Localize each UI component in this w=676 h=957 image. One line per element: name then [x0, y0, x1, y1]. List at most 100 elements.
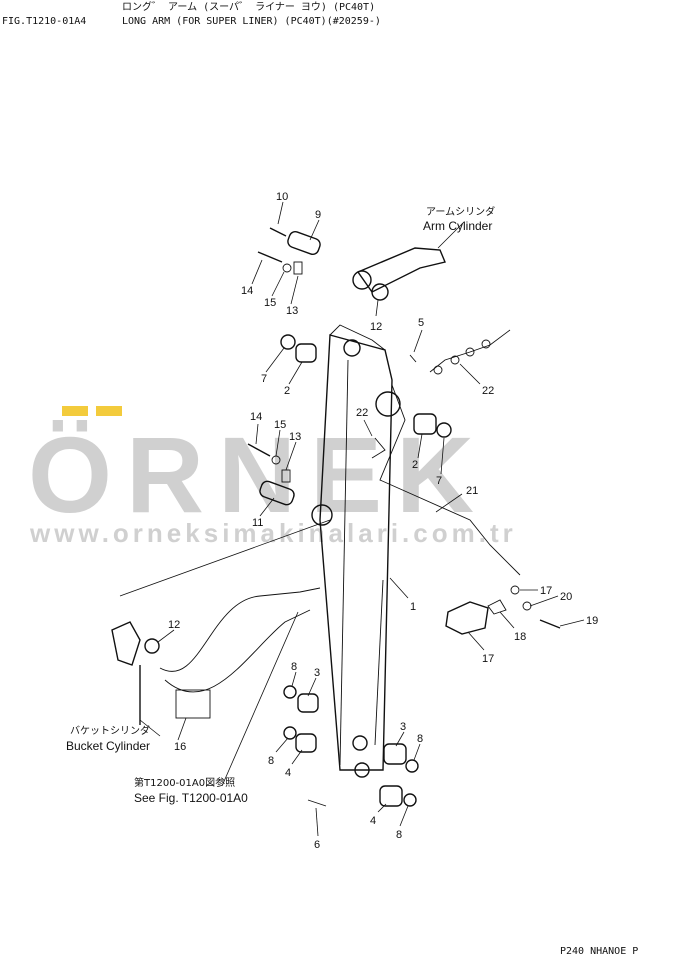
part-22-ring-a	[433, 365, 443, 375]
part-number-8-c: 8	[417, 733, 423, 745]
leader-13-top	[290, 275, 299, 305]
part-number-7-top: 7	[261, 373, 267, 385]
watermark-accent-left	[62, 406, 88, 416]
arm-inner-line	[339, 359, 349, 766]
top-pin-group	[257, 227, 321, 363]
arm-top-boss	[343, 339, 361, 357]
part-2-bushing-right	[413, 413, 437, 435]
leader-15-top	[271, 271, 285, 297]
part-6-fitting	[307, 799, 327, 807]
part-number-15-top: 15	[264, 297, 276, 309]
leader-5	[413, 329, 423, 353]
watermark-url: www.orneksimakinalari.com.tr	[29, 518, 517, 548]
leader-21	[435, 493, 463, 513]
leader-22-mid	[363, 419, 373, 437]
part-2-bushing-top	[295, 343, 317, 363]
leader-14-top	[251, 259, 263, 285]
leader-12-bottom	[157, 629, 175, 643]
grease-line-22	[429, 329, 511, 373]
part-12-ring-bottom	[144, 638, 160, 654]
part-19-bolt	[539, 619, 561, 629]
part-22-ring-b	[450, 355, 460, 365]
part-3-bushing-left	[297, 693, 319, 713]
part-number-1: 1	[410, 601, 416, 613]
part-number-7-right: 7	[436, 475, 442, 487]
part-7-seal-right	[436, 422, 452, 438]
part-number-22-right: 22	[482, 385, 494, 397]
part-22-clip	[371, 437, 386, 459]
leader-lines	[139, 201, 585, 837]
arm-cylinder-rod	[356, 247, 446, 293]
part-number-19: 19	[586, 615, 598, 627]
part-8-seal-a	[283, 685, 297, 699]
part-number-2-top: 2	[284, 385, 290, 397]
leader-2-top	[288, 361, 303, 385]
watermark-brand: ÖRNEK	[28, 414, 488, 535]
part-9-pin	[287, 231, 321, 255]
leader-4-left	[291, 749, 303, 765]
leader-14-mid	[255, 423, 259, 445]
part-number-12-bottom: 12	[168, 619, 180, 631]
arm-side-line	[374, 579, 384, 746]
part-5-fitting	[409, 354, 417, 363]
part-number-9: 9	[315, 209, 321, 221]
part-11-pin	[259, 480, 295, 506]
leader-1	[389, 577, 409, 599]
leader-18	[499, 611, 515, 629]
part-number-4-left: 4	[285, 767, 291, 779]
bucket-cylinder-group	[111, 519, 331, 725]
leader-12-top	[375, 299, 379, 317]
leader-bucket-cylinder	[139, 719, 161, 737]
part-number-8-b: 8	[268, 755, 274, 767]
part-number-3-left: 3	[314, 667, 320, 679]
figure-id: FIG.T1210-01A4	[2, 16, 86, 27]
part-number-5: 5	[418, 317, 424, 329]
part-14-bolt-middle	[247, 443, 271, 457]
leader-8-c	[413, 743, 421, 761]
callout-labels: アームシリンダ Arm Cylinder バケットシリンダ Bucket Cyl…	[66, 205, 495, 805]
middle-pin-group	[247, 443, 295, 506]
title-japanese: ロング゛ アーム (スーパ゛ ライナー ヨウ) (PC40T)	[122, 0, 375, 13]
part-4-bushing-left	[295, 733, 317, 753]
leader-4-right	[377, 803, 387, 813]
see-fig-label-jp: 第T1200-01A0図参照	[134, 776, 235, 789]
leader-3-right	[395, 731, 405, 747]
part-number-13-mid: 13	[289, 431, 301, 443]
arm-body	[311, 324, 401, 778]
leader-see-fig	[221, 611, 299, 787]
part-number-11: 11	[252, 517, 263, 529]
part-number-15-mid: 15	[274, 419, 286, 431]
leader-22-top	[459, 363, 481, 385]
leader-7-top	[265, 347, 285, 373]
leader-9	[309, 219, 320, 241]
part-number-14-top: 14	[241, 285, 253, 297]
part-number-8-d: 8	[396, 829, 402, 841]
part-16-tag	[175, 689, 211, 719]
arm-cylinder-eye	[352, 270, 372, 290]
part-number-17-top: 17	[540, 585, 552, 597]
right-bushing-group	[409, 329, 511, 438]
leader-10	[277, 201, 284, 225]
arm-lower-boss-left	[352, 735, 368, 751]
leader-20	[529, 595, 559, 607]
watermark: ÖRNEK www.orneksimakinalari.com.tr	[28, 406, 517, 548]
part-number-20: 20	[560, 591, 572, 603]
hose-lead-line	[119, 519, 331, 597]
leader-7-right	[440, 437, 445, 475]
part-number-17-bottom: 17	[482, 653, 494, 665]
part-number-3-right: 3	[400, 721, 406, 733]
footer-code: P240 NHANOE P	[560, 946, 638, 957]
part-13-plate-top	[293, 261, 303, 275]
part-number-8-a: 8	[291, 661, 297, 673]
part-10-bolt	[269, 227, 287, 237]
part-3-bushing-right	[383, 743, 407, 765]
bucket-cylinder-bracket	[111, 621, 141, 666]
part-8-seal-c	[405, 759, 419, 773]
lower-bushing-group	[283, 685, 419, 807]
arm-cylinder	[352, 247, 446, 301]
part-number-22-mid: 22	[356, 407, 368, 419]
arm-lower-boss-right	[354, 762, 370, 778]
part-number-2-right: 2	[412, 459, 418, 471]
